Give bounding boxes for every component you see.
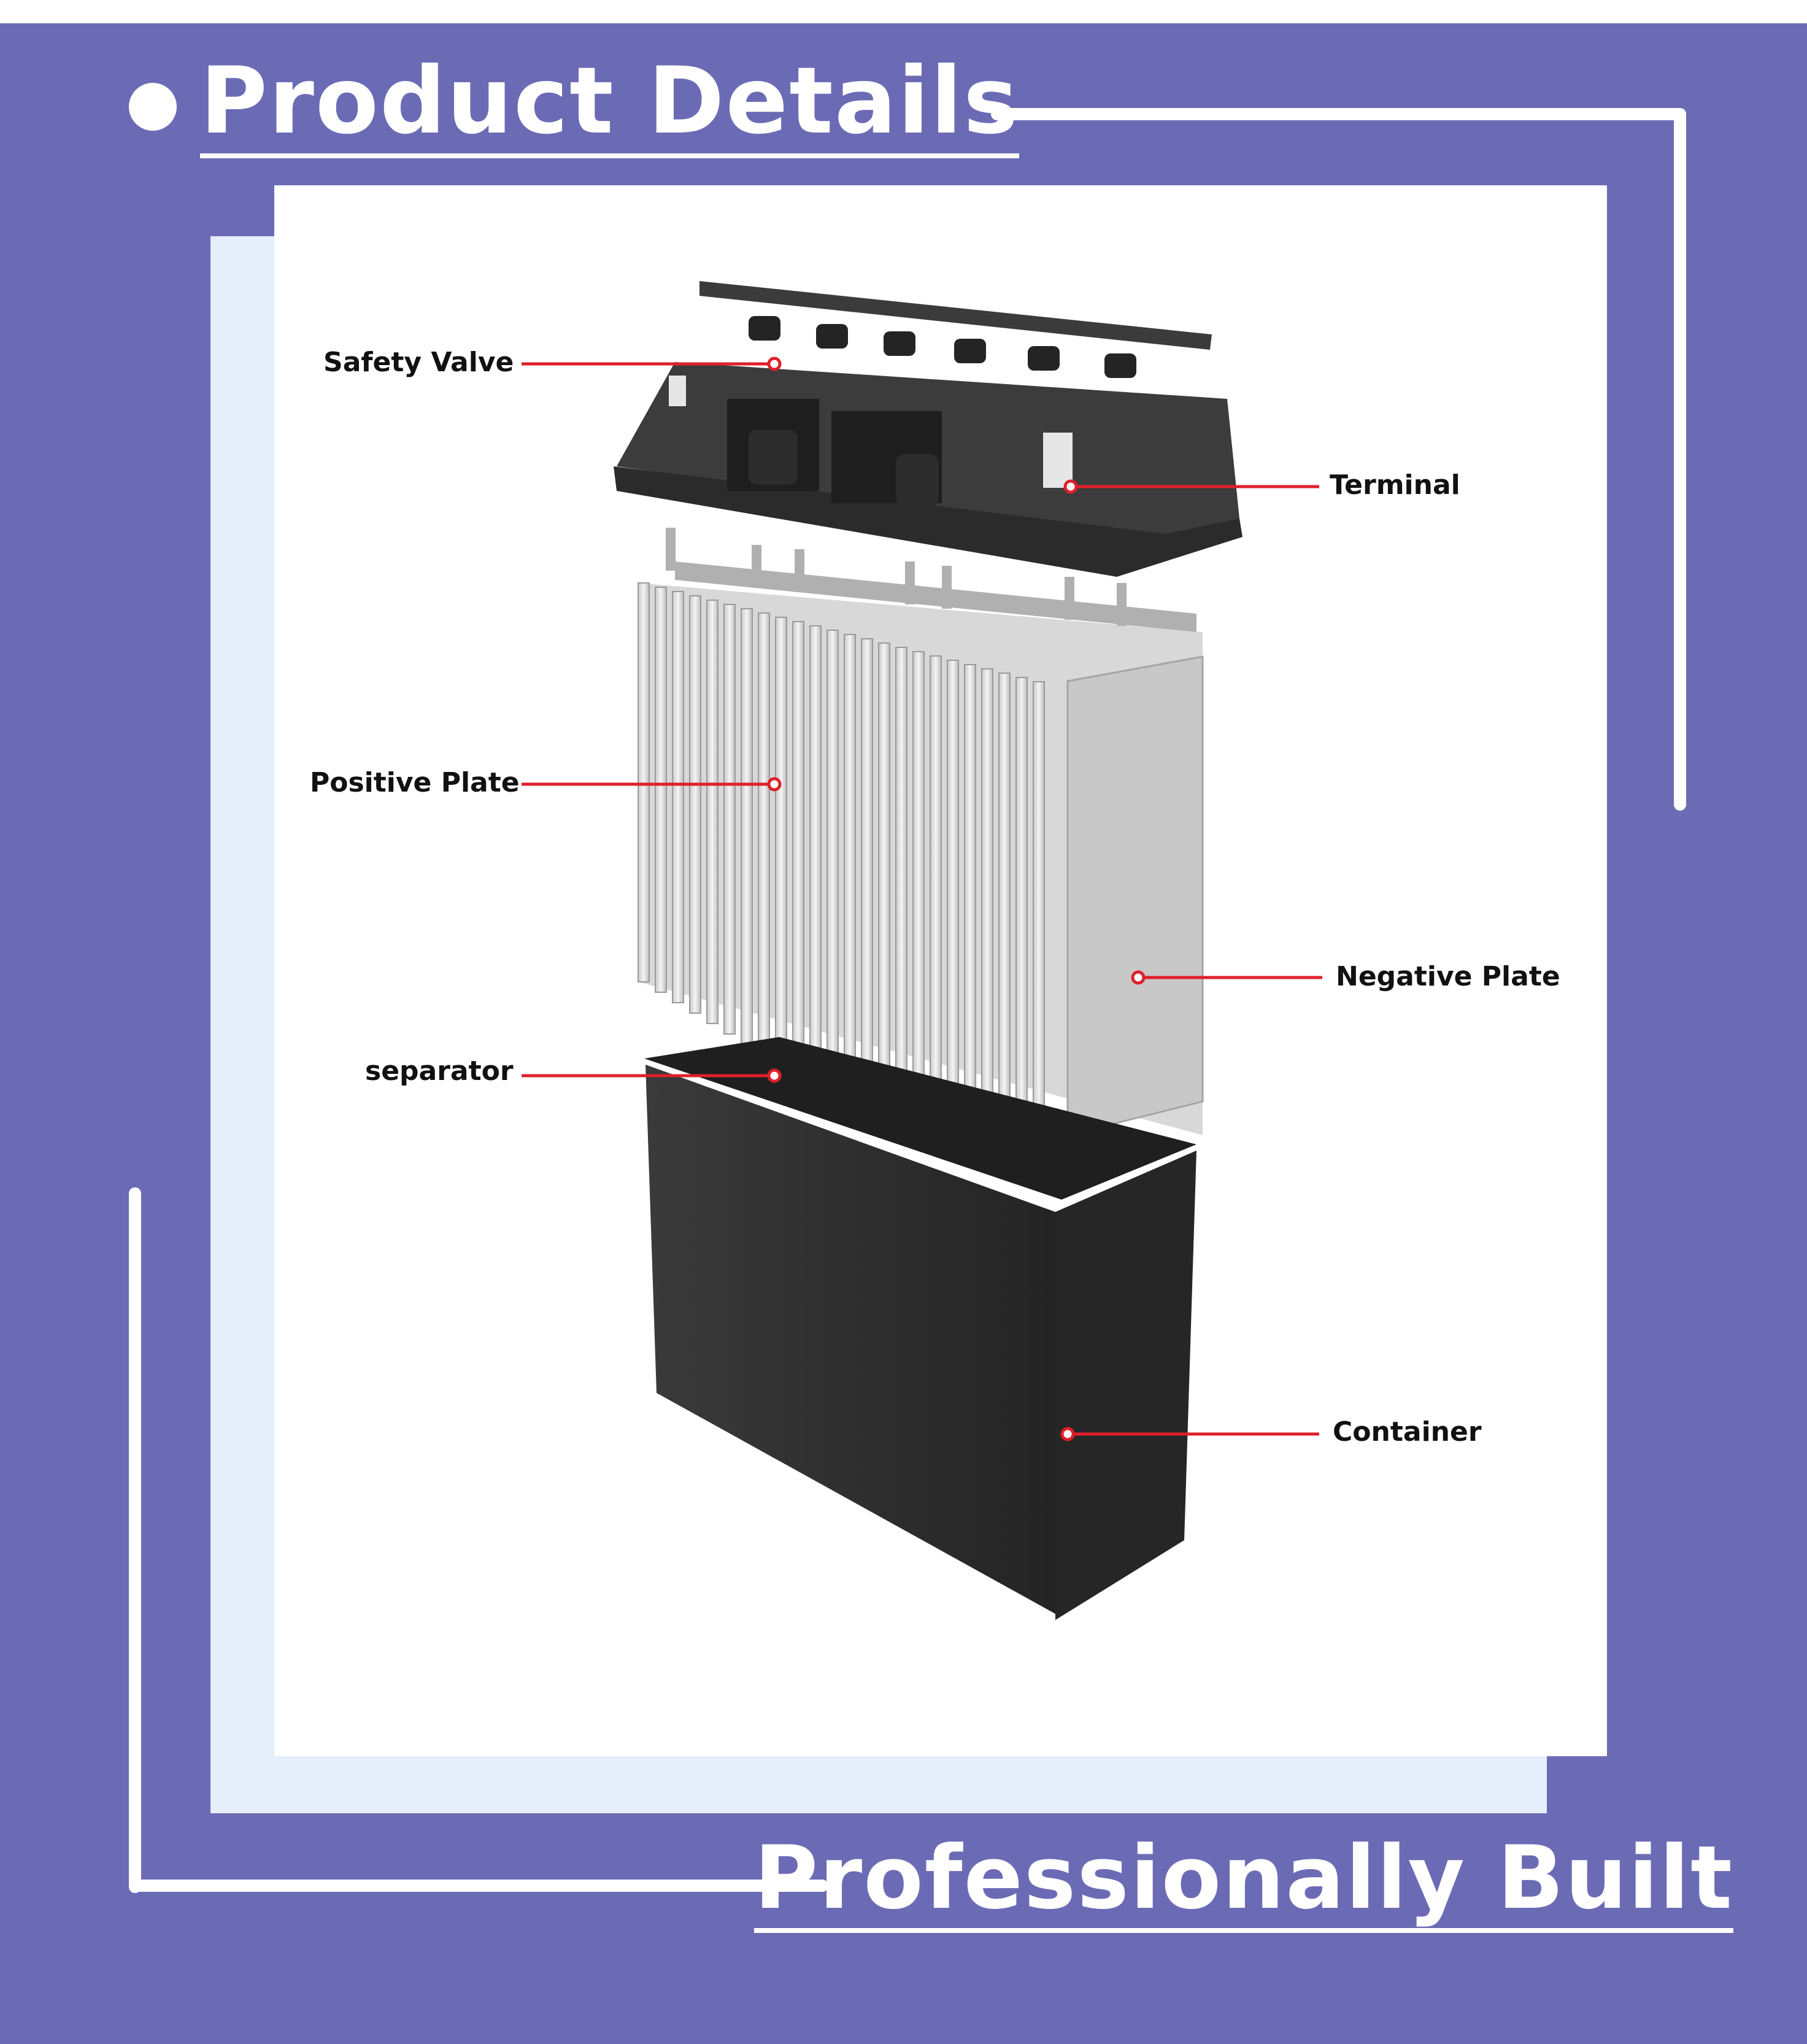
- terminal-tab-left: [669, 376, 686, 406]
- top-right-horizontal-line: [991, 108, 1684, 120]
- page-title: Product Details: [200, 55, 1020, 158]
- footer-tagline: Professionally Built: [754, 1835, 1733, 1933]
- label-positive-plate: Positive Plate: [310, 767, 520, 798]
- container-rim: [644, 1037, 1196, 1200]
- header: Product Details: [129, 55, 1020, 158]
- leader-lines: [522, 362, 1322, 1436]
- container-front: [645, 1065, 1055, 1614]
- lid-post-left: [749, 430, 798, 485]
- bottom-left-vertical-line: [129, 1187, 141, 1893]
- battery-lid-front: [614, 466, 1243, 577]
- bullet-dot: [129, 83, 177, 131]
- label-negative-plate: Negative Plate: [1336, 961, 1560, 992]
- leader-dots: [767, 357, 1146, 1441]
- lid-strip: [699, 281, 1212, 350]
- plate-stack: [638, 528, 1204, 1187]
- label-terminal: Terminal: [1330, 469, 1460, 501]
- bottom-left-horizontal-line: [129, 1880, 828, 1892]
- negative-plate-front: [1066, 655, 1204, 1136]
- lid-post-right: [896, 454, 939, 506]
- container-side: [1055, 1151, 1196, 1620]
- label-safety-valve: Safety Valve: [323, 347, 514, 378]
- top-right-vertical-line: [1674, 108, 1686, 811]
- terminal-tab-right: [1043, 433, 1073, 488]
- label-separator: separator: [365, 1055, 514, 1087]
- valve-caps: [749, 316, 1136, 378]
- label-container: Container: [1333, 1416, 1482, 1448]
